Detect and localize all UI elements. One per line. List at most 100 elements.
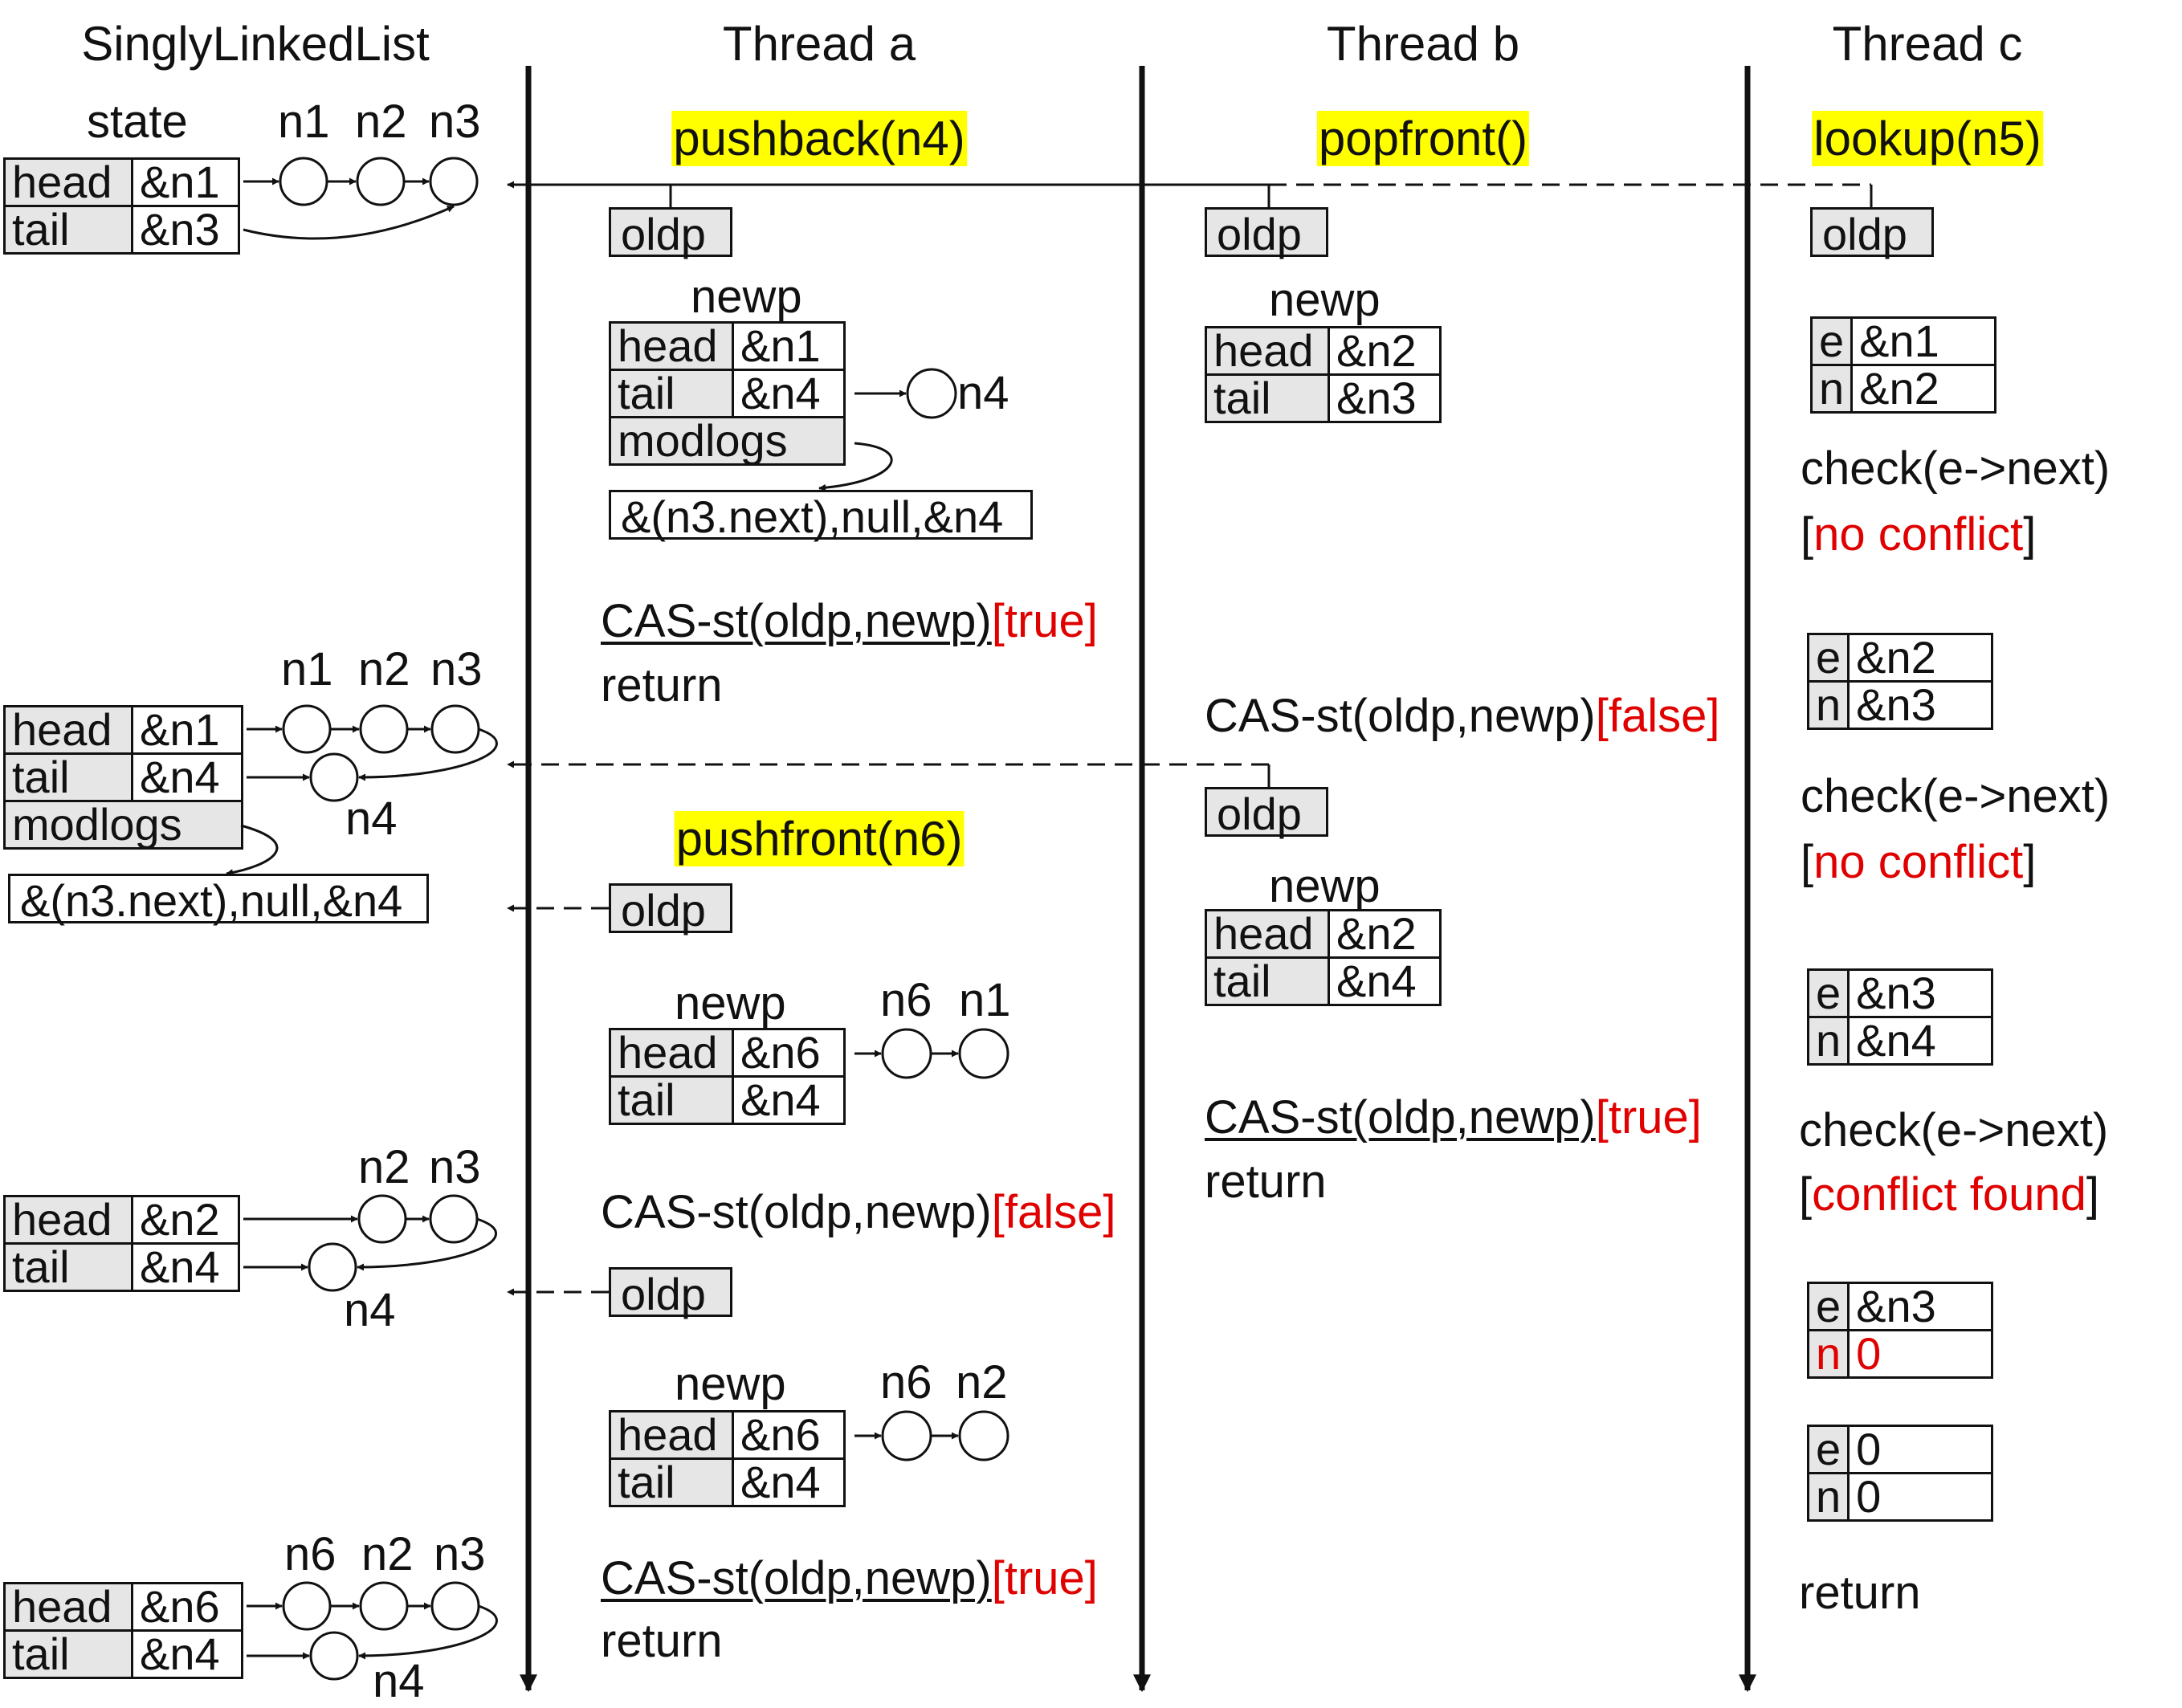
check-call: check(e->next) bbox=[1799, 1104, 2109, 1156]
cas-call: CAS-st(oldp,newp) bbox=[601, 1552, 992, 1604]
state-label: state bbox=[87, 96, 188, 148]
modlog-entry: &(n3.next),null,&n4 bbox=[609, 490, 1033, 542]
newp-label: newp bbox=[675, 977, 786, 1029]
newp-struct: head&n6 tail&n4 bbox=[609, 1410, 846, 1507]
check-result-1: [no conflict] bbox=[1801, 508, 2036, 561]
field-head: head bbox=[3, 157, 133, 207]
node-label-n4: n4 bbox=[344, 1284, 396, 1336]
check-result: conflict found bbox=[1812, 1168, 2086, 1221]
cas-result: [false] bbox=[1595, 690, 1720, 742]
tail-value: &n4 bbox=[732, 1075, 846, 1125]
node-n1 bbox=[282, 704, 332, 754]
iter-3: e&n3 n&n4 bbox=[1806, 968, 1994, 1066]
field-tail: tail bbox=[609, 1457, 734, 1507]
field-e: e bbox=[1809, 316, 1854, 366]
node-label-n1: n1 bbox=[278, 96, 330, 148]
field-e: e bbox=[1806, 968, 1850, 1018]
node-label-n1: n1 bbox=[281, 643, 333, 695]
iter-2: e&n2 n&n3 bbox=[1806, 633, 1994, 730]
node-label-n2: n2 bbox=[358, 1141, 410, 1193]
node-label-n3: n3 bbox=[429, 1141, 481, 1193]
cas-call: CAS-st(oldp,newp) bbox=[601, 595, 992, 647]
node-n3 bbox=[429, 1194, 479, 1244]
node-n3 bbox=[430, 704, 480, 754]
cas-result: [true] bbox=[991, 595, 1098, 647]
node-n1 bbox=[958, 1028, 1009, 1079]
bracket-close: ] bbox=[2023, 508, 2037, 561]
field-n: n bbox=[1806, 1329, 1850, 1379]
node-n6 bbox=[881, 1410, 932, 1461]
node-label-n6: n6 bbox=[880, 1356, 932, 1408]
node-n2 bbox=[356, 157, 406, 206]
e-value: 0 bbox=[1847, 1425, 1994, 1474]
n-value: &n3 bbox=[1847, 680, 1994, 730]
node-label-n4: n4 bbox=[345, 793, 398, 845]
check-result-3: [conflict found] bbox=[1799, 1168, 2099, 1221]
return-label: return bbox=[1799, 1567, 1921, 1619]
node-n3 bbox=[430, 1581, 480, 1631]
list-state-3: head&n2 tail&n4 bbox=[3, 1195, 240, 1292]
field-n: n bbox=[1806, 680, 1850, 730]
oldp-box: oldp bbox=[1810, 207, 1934, 259]
check-result-2: [no conflict] bbox=[1801, 835, 2036, 889]
cas-line-b2: CAS-st(oldp,newp)[true] bbox=[1205, 1090, 1702, 1144]
field-tail: tail bbox=[1205, 956, 1330, 1006]
cas-call: CAS-st(oldp,newp) bbox=[601, 1186, 992, 1238]
return-label: return bbox=[1205, 1156, 1327, 1208]
node-label-n3: n3 bbox=[430, 643, 483, 695]
tail-value: &n4 bbox=[131, 752, 243, 802]
n-value: 0 bbox=[1847, 1472, 1994, 1522]
field-modlogs: modlogs bbox=[609, 416, 846, 466]
node-label-n6: n6 bbox=[284, 1528, 336, 1580]
op-popfront: popfront() bbox=[1316, 111, 1530, 166]
e-value: &n3 bbox=[1847, 968, 1994, 1018]
field-tail: tail bbox=[3, 205, 133, 255]
tail-value: &n4 bbox=[1328, 956, 1442, 1006]
tail-value: &n4 bbox=[732, 369, 846, 418]
node-label-n2: n2 bbox=[358, 643, 410, 695]
field-n: n bbox=[1809, 364, 1854, 414]
field-tail: tail bbox=[3, 1629, 133, 1679]
cas-line-b1: CAS-st(oldp,newp)[false] bbox=[1205, 689, 1720, 743]
head-value: &n2 bbox=[1328, 326, 1442, 376]
cas-result: [true] bbox=[1595, 1091, 1702, 1143]
node-n6 bbox=[881, 1028, 932, 1079]
list-state-4: head&n6 tail&n4 bbox=[3, 1582, 243, 1679]
newp-struct: head&n2 tail&n3 bbox=[1205, 326, 1442, 423]
head-value: &n6 bbox=[732, 1028, 846, 1078]
node-label-n6: n6 bbox=[880, 974, 932, 1026]
tail-value: &n4 bbox=[131, 1629, 243, 1679]
iter-1: e&n1 n&n2 bbox=[1809, 316, 1997, 414]
field-head: head bbox=[1205, 909, 1330, 959]
node-label-n4: n4 bbox=[373, 1655, 425, 1707]
node-label-n3: n3 bbox=[429, 96, 481, 148]
bracket-open: [ bbox=[1799, 1168, 1813, 1221]
newp-label: newp bbox=[1269, 860, 1381, 912]
field-tail: tail bbox=[609, 369, 734, 418]
oldp-box: oldp bbox=[609, 1267, 732, 1319]
field-tail: tail bbox=[1205, 373, 1330, 423]
list-state-1: head&n1 tail&n3 bbox=[3, 157, 240, 255]
node-label-n3: n3 bbox=[434, 1528, 486, 1580]
tail-value: &n4 bbox=[131, 1242, 240, 1292]
field-head: head bbox=[3, 705, 133, 755]
node-n6 bbox=[282, 1581, 332, 1631]
oldp-box: oldp bbox=[1205, 787, 1328, 839]
node-n4 bbox=[309, 1631, 359, 1681]
field-head: head bbox=[1205, 326, 1330, 376]
cas-line-a3: CAS-st(oldp,newp)[true] bbox=[601, 1551, 1098, 1605]
node-label-n2: n2 bbox=[956, 1356, 1008, 1408]
e-value: &n1 bbox=[1850, 316, 1997, 366]
node-n4 bbox=[309, 752, 359, 802]
field-tail: tail bbox=[3, 752, 133, 802]
field-n: n bbox=[1806, 1472, 1850, 1522]
newp-label: newp bbox=[1269, 274, 1381, 326]
head-value: &n1 bbox=[131, 157, 240, 207]
header-thread-c: Thread c bbox=[1832, 17, 2023, 71]
newp-label: newp bbox=[675, 1358, 786, 1410]
op-pushfront: pushfront(n6) bbox=[674, 811, 965, 866]
e-value: &n3 bbox=[1847, 1282, 1994, 1331]
check-result: no conflict bbox=[1813, 508, 2024, 561]
head-value: &n6 bbox=[131, 1582, 243, 1632]
